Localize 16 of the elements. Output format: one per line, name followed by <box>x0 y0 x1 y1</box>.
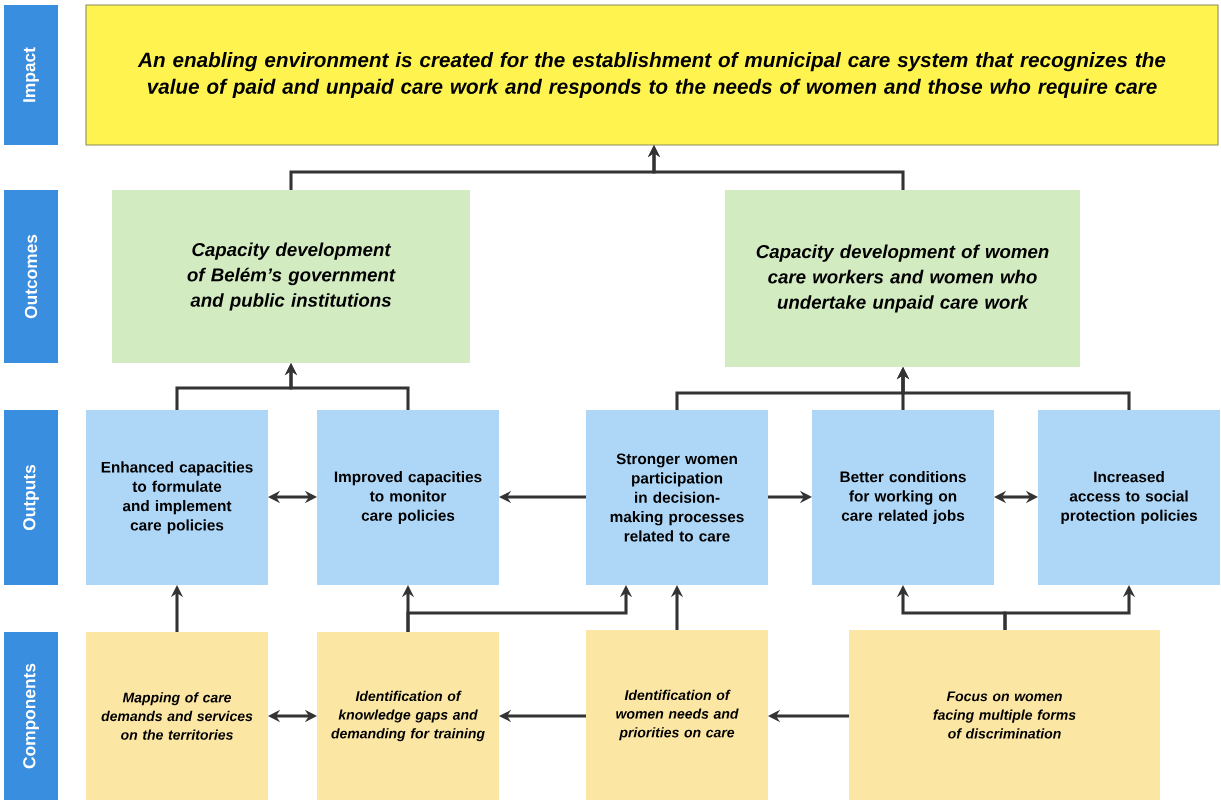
component-box: Mapping of care demands and services on the territories <box>86 632 268 800</box>
component-box: Focus on women facing multiple forms of discrimination <box>849 630 1160 800</box>
output-box: Better conditions for working on care related jobs <box>812 410 994 585</box>
output-box: Improved capacities to monitor care policies <box>317 410 499 585</box>
component-box: Identification of women needs and priorities on care <box>586 630 768 800</box>
band-label: Outputs <box>4 410 58 585</box>
band-label: Impact <box>4 5 58 145</box>
band-label: Components <box>4 632 58 800</box>
output-box: Increased access to social protection policies <box>1038 410 1220 585</box>
component-box: Identification of knowledge gaps and demanding for training <box>317 632 499 800</box>
impact-box: An enabling environment is created for the establishment of municipal care system that recognizes the value of paid and unpaid care work and responds to the needs of women and those who require care <box>85 4 1219 146</box>
output-box: Stronger women participation in decision-making processes related to care <box>586 410 768 585</box>
outcome-box: Capacity development of Belém’s government and public institutions <box>112 190 470 363</box>
output-box: Enhanced capacities to formulate and implement care policies <box>86 410 268 585</box>
outcome-box: Capacity development of women care workers and women who undertake unpaid care work <box>725 190 1080 367</box>
band-label: Outcomes <box>4 190 58 363</box>
